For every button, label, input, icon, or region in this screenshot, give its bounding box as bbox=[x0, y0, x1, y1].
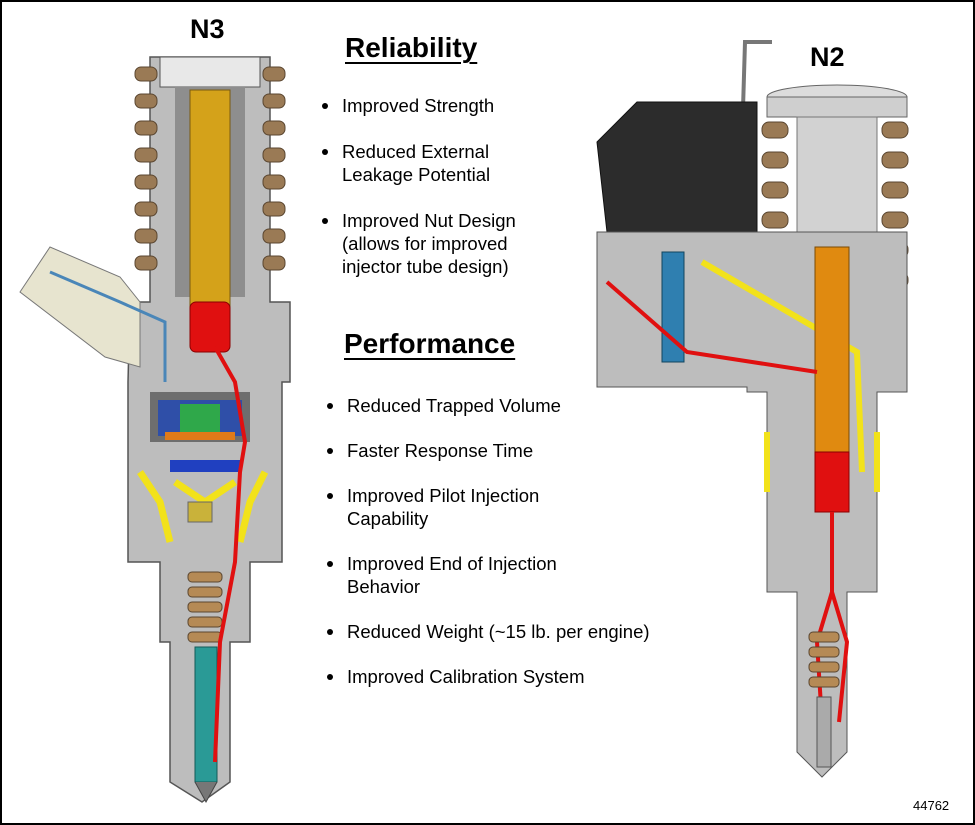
n2-injector-illustration bbox=[596, 40, 909, 778]
performance-heading: Performance bbox=[344, 328, 516, 359]
n3-spring-left bbox=[134, 66, 158, 271]
performance-item: Improved End of Injection Behavior bbox=[323, 552, 723, 598]
n3-model-label: N3 bbox=[190, 14, 225, 44]
n2-model-label: N2 bbox=[810, 42, 845, 72]
reliability-item: Improved Nut Design (allows for improved… bbox=[318, 209, 568, 278]
performance-item: Reduced Weight (~15 lb. per engine) bbox=[323, 620, 723, 643]
n2-solenoid bbox=[596, 101, 758, 233]
n3-electrical-connector bbox=[19, 246, 141, 368]
n2-plunger-chamber bbox=[814, 451, 850, 513]
performance-item: Faster Response Time bbox=[323, 439, 723, 462]
reliability-item: Reduced External Leakage Potential bbox=[318, 140, 568, 186]
performance-list: Reduced Trapped Volume Faster Response T… bbox=[323, 394, 723, 710]
performance-item: Improved Pilot Injection Capability bbox=[323, 484, 723, 530]
n3-control-valve bbox=[170, 460, 240, 472]
n3-fuel-line bbox=[213, 346, 248, 763]
reliability-item: Improved Strength bbox=[318, 94, 568, 117]
n3-top-cap bbox=[159, 56, 261, 88]
n2-needle bbox=[816, 696, 832, 768]
reliability-heading: Reliability bbox=[345, 32, 478, 63]
n2-yellow-passages bbox=[700, 259, 880, 492]
n3-plunger-chamber bbox=[189, 301, 231, 353]
n3-spring-right bbox=[262, 66, 286, 271]
performance-item: Reduced Trapped Volume bbox=[323, 394, 723, 417]
performance-item: Improved Calibration System bbox=[323, 665, 723, 688]
n3-plunger bbox=[189, 89, 231, 313]
n3-nozzle-spring bbox=[187, 571, 223, 643]
n3-injector-illustration bbox=[19, 56, 291, 804]
figure-number: 44762 bbox=[913, 798, 950, 813]
reliability-list: Improved Strength Reduced External Leaka… bbox=[318, 94, 568, 301]
n2-nozzle-spring bbox=[808, 631, 840, 688]
n2-plunger bbox=[814, 246, 850, 453]
